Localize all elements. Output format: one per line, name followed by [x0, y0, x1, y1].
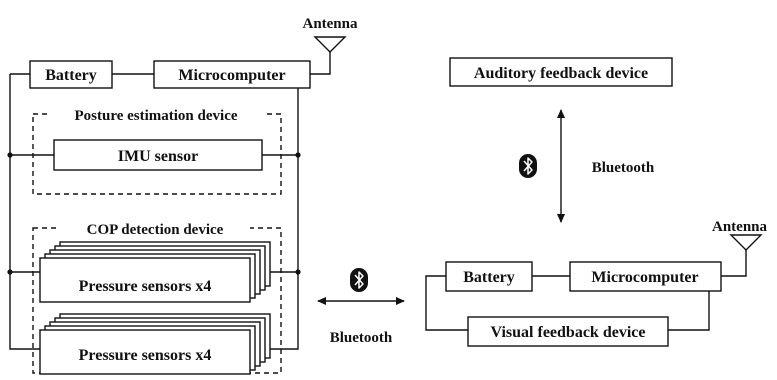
right-wire-loop-left [425, 275, 468, 331]
bluetooth-vertical-label: Bluetooth [592, 160, 655, 176]
auditory-device-label: Auditory feedback device [474, 65, 648, 82]
left-antenna-icon [313, 36, 347, 53]
cop-group-label: COP detection device [87, 222, 224, 238]
left-antenna-label: Antenna [302, 16, 358, 32]
visual-device-box [467, 316, 669, 347]
pressure-sensors-top-label: Pressure sensors x4 [79, 278, 212, 295]
pressure-stack-top [39, 241, 271, 303]
right-microcomputer-box [569, 261, 722, 292]
visual-device-label: Visual feedback device [491, 324, 646, 341]
junction-dots [7, 152, 301, 275]
left-microcomputer-box [153, 60, 311, 89]
posture-group-box [32, 113, 282, 195]
right-antenna-label: Antenna [712, 219, 768, 235]
left-wire-outer-left [9, 73, 40, 350]
right-battery-box [445, 261, 533, 292]
posture-group-label: Posture estimation device [74, 108, 237, 124]
left-wire-antenna [310, 52, 331, 75]
left-microcomputer-label: Microcomputer [178, 67, 285, 84]
right-wire-loop-right [668, 291, 710, 331]
right-wire-antenna [721, 250, 747, 277]
pressure-sensors-bottom-label: Pressure sensors x4 [79, 347, 212, 364]
imu-sensor-box [53, 139, 263, 171]
left-battery-box [29, 60, 113, 89]
bluetooth-icon [350, 268, 368, 292]
left-wire-outer-right [270, 88, 299, 350]
pressure-stack-bottom [39, 313, 271, 375]
left-battery-label: Battery [45, 67, 97, 84]
bluetooth-horizontal-label: Bluetooth [330, 330, 393, 346]
right-battery-label: Battery [463, 269, 515, 286]
right-antenna-icon [729, 234, 763, 251]
auditory-device-box [449, 57, 673, 87]
bluetooth-icon [519, 154, 537, 178]
right-microcomputer-label: Microcomputer [591, 269, 698, 286]
imu-sensor-label: IMU sensor [118, 148, 198, 165]
